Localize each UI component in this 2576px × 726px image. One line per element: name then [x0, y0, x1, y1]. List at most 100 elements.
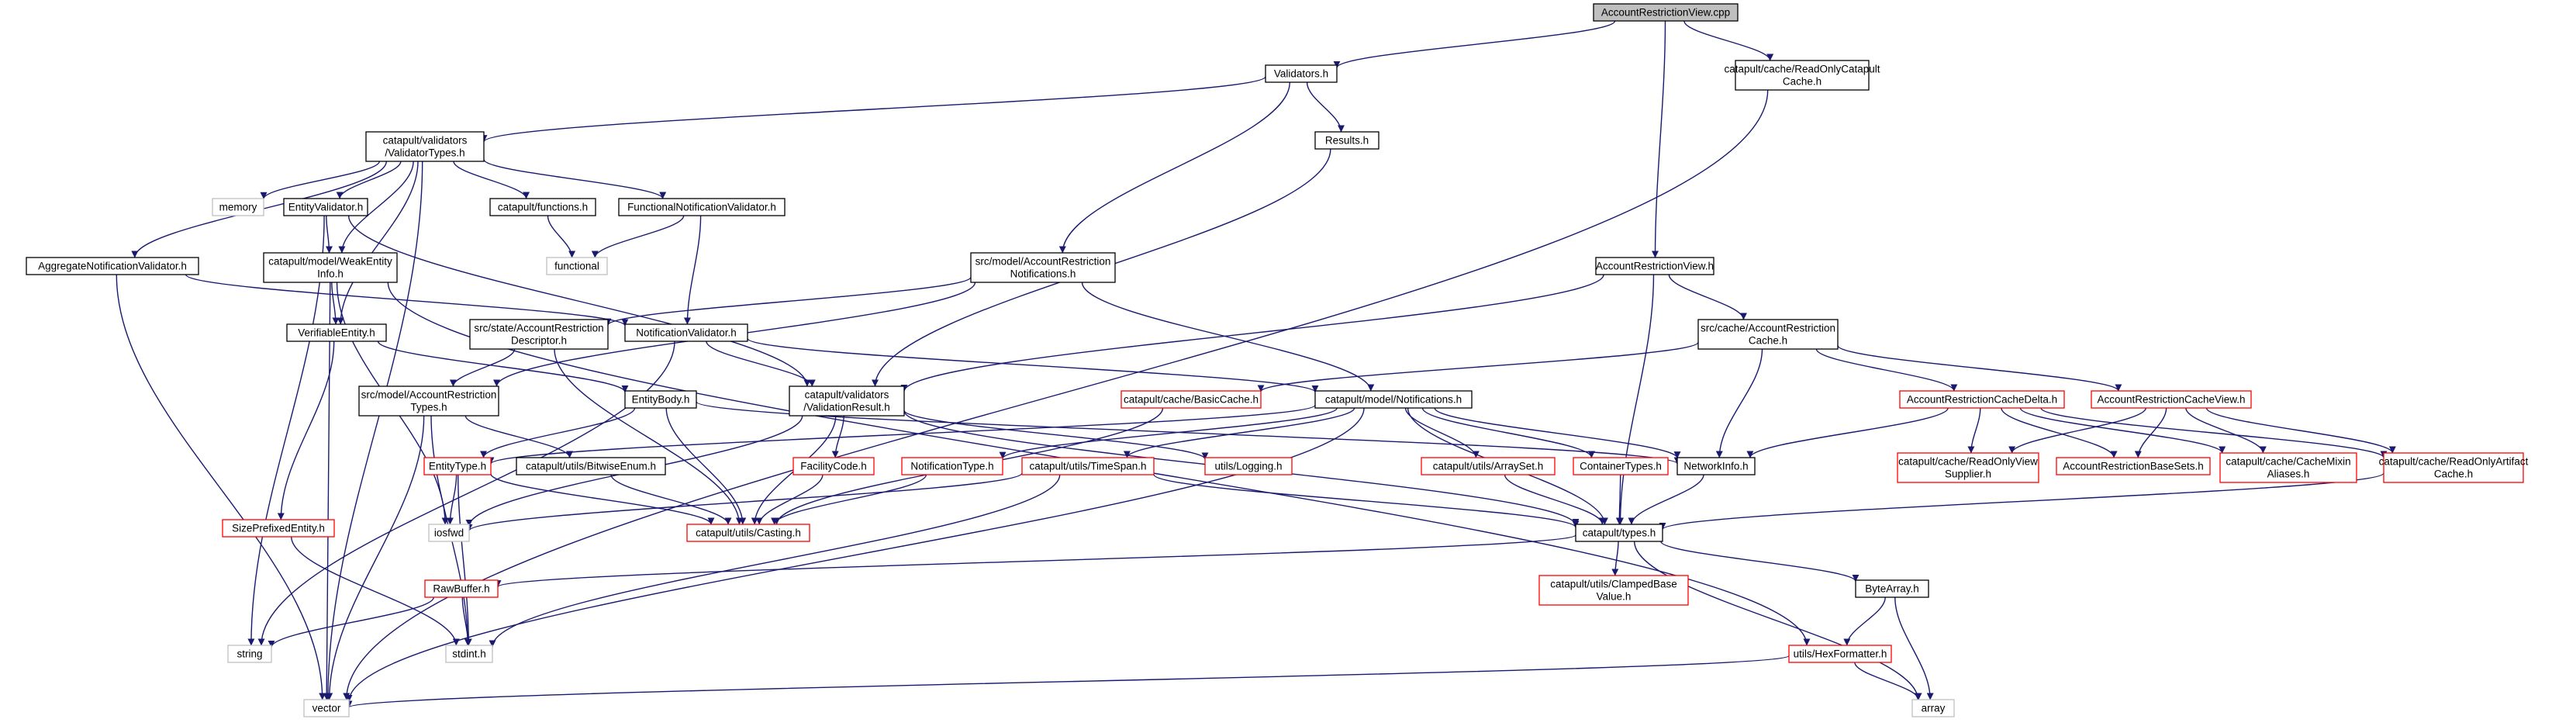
edge-notifications-h-to-time-span	[1124, 407, 1355, 458]
node-label: AccountRestrictionBaseSets.h	[2063, 461, 2204, 472]
node-label: catapult/functions.h	[498, 202, 588, 213]
node-memory[interactable]: memory	[212, 198, 264, 216]
edge-path	[2008, 407, 2146, 454]
node-label: AccountRestrictionCacheView.h	[2097, 394, 2245, 406]
node-results-h[interactable]: Results.h	[1314, 131, 1380, 150]
node-notification-type[interactable]: NotificationType.h	[901, 457, 1003, 475]
node-label: NotificationValidator.h	[636, 327, 737, 339]
edge-path	[1628, 474, 1704, 525]
node-entity-body[interactable]: EntityBody.h	[624, 390, 697, 409]
edge-entity-body-to-network-info	[696, 401, 1681, 465]
edge-validation-result-to-logging	[903, 410, 1209, 460]
node-functional-nv[interactable]: FunctionalNotificationValidator.h	[618, 198, 786, 216]
node-notifications-h[interactable]: catapult/model/Notifications.h	[1314, 390, 1473, 409]
edge-path	[747, 337, 1319, 393]
node-array[interactable]: array	[1911, 699, 1955, 717]
node-size-prefixed[interactable]: SizePrefixedEntity.h	[222, 519, 335, 538]
edge-types-h-to-raw-buffer	[495, 534, 1576, 588]
edges-layer	[116, 20, 2396, 708]
edge-path	[345, 407, 1365, 703]
node-aggregate-nv[interactable]: AggregateNotificationValidator.h	[26, 257, 199, 275]
node-arv-h[interactable]: AccountRestrictionView.h	[1595, 257, 1714, 275]
edge-path	[323, 282, 331, 700]
edge-path	[2185, 407, 2267, 454]
edge-src-cache-arc-to-network-info	[1715, 348, 1763, 458]
node-box	[1595, 257, 1714, 275]
node-arc-delta[interactable]: AccountRestrictionCacheDelta.h	[1899, 390, 2065, 409]
node-entity-validator[interactable]: EntityValidator.h	[283, 198, 368, 216]
node-notification-validator[interactable]: NotificationValidator.h	[624, 323, 748, 342]
node-entity-type[interactable]: EntityType.h	[423, 457, 492, 475]
node-validators-h[interactable]: Validators.h	[1265, 64, 1338, 83]
node-logging[interactable]: utils/Logging.h	[1204, 457, 1293, 475]
node-box	[618, 198, 786, 216]
node-container-types[interactable]: ContainerTypes.h	[1573, 457, 1669, 475]
edge-src-cache-arc-to-basic-cache	[1257, 341, 1699, 392]
node-box	[26, 257, 199, 275]
node-arc-view[interactable]: AccountRestrictionCacheView.h	[2091, 390, 2252, 409]
node-facility-code[interactable]: FacilityCode.h	[792, 457, 875, 475]
edge-arc-view-to-ar-base-sets	[2134, 407, 2167, 458]
edge-arv-h-to-types-h	[1617, 274, 1655, 525]
node-box	[624, 390, 697, 409]
node-casting[interactable]: catapult/utils/Casting.h	[686, 524, 810, 542]
node-functional[interactable]: functional	[546, 257, 608, 275]
node-verifiable[interactable]: VerifiableEntity.h	[286, 323, 387, 342]
edge-path	[1967, 407, 1981, 454]
node-validation-result[interactable]: catapult/validators/ValidationResult.h	[789, 385, 905, 417]
edge-path	[771, 474, 927, 525]
edge-types-h-to-byte-array	[1660, 541, 1859, 583]
node-bitwise-enum[interactable]: catapult/utils/BitwiseEnum.h	[516, 457, 666, 475]
edge-arc-view-to-ro-artifact-cache	[2205, 407, 2396, 454]
node-stdint[interactable]: stdint.h	[445, 645, 493, 663]
node-array-set[interactable]: catapult/utils/ArraySet.h	[1421, 457, 1556, 475]
edge-byte-array-to-array	[1894, 596, 1934, 700]
node-validator-types[interactable]: catapult/validators/ValidatorTypes.h	[365, 131, 485, 162]
edge-path	[1404, 407, 1480, 458]
edge-path	[277, 341, 335, 520]
edge-src-model-arn-to-src-state-ard	[604, 276, 972, 326]
edge-path	[696, 401, 1681, 465]
edge-path	[480, 76, 1266, 143]
node-box	[489, 198, 596, 216]
node-label: string	[237, 648, 262, 660]
node-types-h[interactable]: catapult/types.h	[1575, 524, 1663, 542]
node-functions-h[interactable]: catapult/functions.h	[489, 198, 596, 216]
node-root[interactable]: AccountRestrictionView.cpp	[1593, 3, 1739, 22]
node-hex-formatter[interactable]: utils/HexFormatter.h	[1788, 645, 1892, 663]
edge-notifications-h-to-entity-type	[487, 404, 1316, 465]
node-network-info[interactable]: NetworkInfo.h	[1676, 457, 1756, 475]
node-label: /ValidatorTypes.h	[385, 147, 464, 159]
edge-notification-type-to-casting	[771, 474, 927, 525]
node-ar-base-sets[interactable]: AccountRestrictionBaseSets.h	[2056, 457, 2211, 475]
node-label: array	[1922, 703, 1946, 714]
node-label: catapult/utils/Casting.h	[696, 527, 801, 539]
node-iosfwd[interactable]: iosfwd	[428, 524, 470, 542]
node-vector[interactable]: vector	[303, 699, 350, 717]
edge-path	[903, 410, 1209, 460]
node-box	[1538, 575, 1689, 606]
edge-size-prefixed-to-stdint	[291, 536, 460, 646]
node-byte-array[interactable]: ByteArray.h	[1855, 579, 1929, 598]
edge-notification-validator-to-notifications-h	[747, 337, 1319, 393]
edge-path	[1504, 474, 1606, 525]
node-time-span[interactable]: catapult/utils/TimeSpan.h	[1021, 457, 1155, 475]
edge-path	[1652, 20, 1666, 258]
node-label: vector	[313, 703, 341, 714]
node-label: Results.h	[1325, 135, 1369, 147]
edge-src-state-ard-to-src-model-art	[449, 348, 516, 387]
node-string[interactable]: string	[227, 645, 272, 663]
node-basic-cache[interactable]: catapult/cache/BasicCache.h	[1121, 390, 1262, 409]
edge-raw-buffer-to-stdint	[461, 596, 472, 646]
node-src-cache-arc[interactable]: src/cache/AccountRestrictionCache.h	[1697, 319, 1839, 350]
node-src-model-arn[interactable]: src/model/AccountRestrictionNotification…	[970, 252, 1116, 283]
node-raw-buffer[interactable]: RawBuffer.h	[424, 579, 499, 598]
